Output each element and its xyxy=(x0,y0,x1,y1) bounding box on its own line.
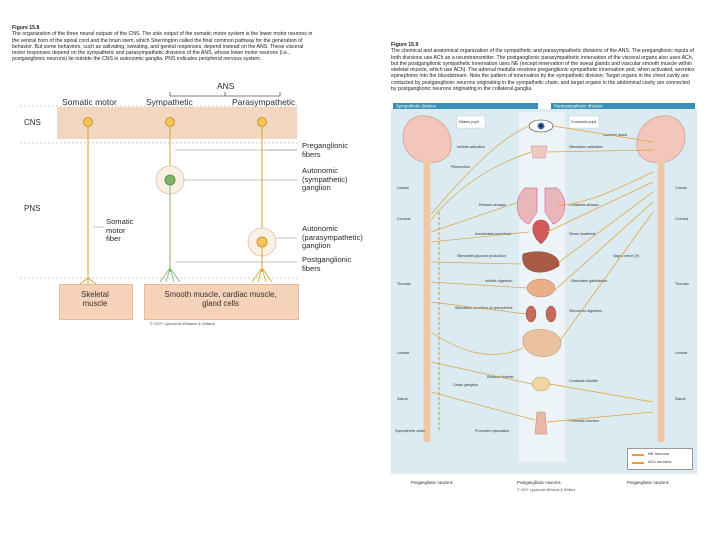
cns-band xyxy=(57,107,297,139)
right-level-thoracic: Thoracic xyxy=(675,282,689,286)
sym-label-glucose: Stimulates glucose production xyxy=(457,254,506,258)
left-level-sacral: Sacral xyxy=(397,397,408,401)
para-label-contracts-bladder: Contracts bladder xyxy=(569,379,599,383)
ans-heading: ANS xyxy=(217,81,235,91)
legend-ne-swatch xyxy=(632,454,644,456)
para-label-constricts-pupil: Constricts pupil xyxy=(571,120,596,124)
para-label-constricts-airways: Constricts airways xyxy=(569,203,599,207)
sym-label-inhibits-salivation: Inhibits salivation xyxy=(457,145,485,149)
sym-label-sympathetic-chain: Sympathetic chain xyxy=(395,429,425,433)
sympathetic-preganglionic-neuron xyxy=(165,117,175,127)
right-copyright: © 2007 Lippincott Williams & Wilkins xyxy=(517,488,576,492)
caption-body: The organization of the three neural out… xyxy=(12,31,313,63)
parasympathetic-heading: Parasympathetic xyxy=(232,97,296,107)
para-label-slows-heartbeat: Slows heartbeat xyxy=(569,232,595,236)
para-label-stimulates-digestion: Stimulates digestion xyxy=(569,309,602,313)
sym-label-inhibits-digestion: Inhibits digestion xyxy=(485,279,512,283)
genitals xyxy=(534,411,548,435)
para-label-stimulates-salivation: Stimulates salivation xyxy=(569,145,603,149)
parasympathetic-preganglionic-neuron xyxy=(257,117,267,127)
sympathetic-division-header: Sympathetic division xyxy=(396,104,437,109)
sympathetic-postganglionic-neuron xyxy=(164,174,176,186)
figure-15-9-caption: Figure 15.9 The chemical and anatomical … xyxy=(391,42,696,92)
legend-ach-swatch xyxy=(632,462,644,464)
smooth-muscle-box xyxy=(144,284,299,320)
somatic-motor-neuron xyxy=(83,117,93,127)
parasympathetic-postganglionic-neuron xyxy=(256,236,268,248)
caption-body-right: The chemical and anatomical organization… xyxy=(391,48,695,93)
para-label-gallbladder: Stimulates gallbladder xyxy=(571,279,608,283)
footer-preganglionic-right: Preganglionic neurons xyxy=(627,480,669,485)
caption-title-right: Figure 15.9 xyxy=(391,42,419,48)
left-level-cranial: Cranial xyxy=(397,186,409,190)
para-label-erection: Promotes erection xyxy=(569,419,599,423)
sym-label-epinephrine: Stimulates secretion of epinephrine xyxy=(455,306,513,310)
sympathetic-ganglion-label: Autonomic(sympathetic)ganglion xyxy=(302,166,348,193)
right-lung xyxy=(544,187,565,225)
right-level-lumbar: Lumbar xyxy=(675,351,688,355)
pns-label: PNS xyxy=(24,204,41,213)
sym-label-dilates-pupil: Dilates pupil xyxy=(459,120,479,124)
sym-label-piloerection: Piloerection xyxy=(451,165,470,169)
smooth-muscle-label: Smooth muscle, cardiac muscle,gland cell… xyxy=(164,290,277,308)
legend: NE neurons ACh neurons xyxy=(627,448,693,470)
footer-preganglionic-left: Preganglionic neurons xyxy=(411,480,453,485)
legend-ne-label: NE neurons xyxy=(648,451,670,456)
parasympathetic-header-bar xyxy=(551,103,695,109)
stomach xyxy=(526,278,556,298)
footer-postganglionic: Postganglionic neurons xyxy=(517,480,561,485)
bladder xyxy=(531,376,551,392)
right-level-cervical: Cervical xyxy=(675,217,688,221)
liver xyxy=(522,251,560,273)
left-copyright: © 2007 Lippincott Williams & Wilkins xyxy=(150,321,215,326)
sympathetic-pathways xyxy=(430,125,536,421)
right-brain xyxy=(636,115,686,163)
sympathetic-heading: Sympathetic xyxy=(146,97,193,107)
sym-label-ejaculation: Promotes ejaculation xyxy=(475,429,509,433)
ans-anatomy-drawing: Sympathetic division Parasympathetic div… xyxy=(391,102,697,474)
sym-label-accelerates-heartbeat: Accelerates heartbeat xyxy=(475,232,511,236)
heart xyxy=(532,219,550,245)
parasympathetic-pathways xyxy=(546,125,654,423)
figure-15-9: Sympathetic division Parasympathetic div… xyxy=(391,102,697,522)
somatic-motor-heading: Somatic motor xyxy=(62,97,117,107)
parasympathetic-division-header: Parasympathetic division xyxy=(554,104,603,109)
legend-ach-label: ACh neurons xyxy=(648,459,672,464)
kidney-left xyxy=(525,305,537,323)
left-level-lumbar: Lumbar xyxy=(397,351,410,355)
sym-label-relaxes-airways: Relaxes airways xyxy=(479,203,506,207)
parasympathetic-ganglion-label: Autonomic(parasympathetic)ganglion xyxy=(302,224,363,251)
para-label-vagus-nerve: Vagus nerve (X) xyxy=(613,254,639,258)
left-level-cervical: Cervical xyxy=(397,217,410,221)
left-brain xyxy=(402,115,452,163)
skeletal-muscle-box xyxy=(59,284,133,320)
salivary-gland xyxy=(530,145,548,159)
figure-15-8-caption: Figure 15.8 The organization of the thre… xyxy=(12,25,317,63)
left-lung xyxy=(517,187,538,225)
intestines xyxy=(522,329,562,357)
left-level-thoracic: Thoracic xyxy=(397,282,411,286)
sympathetic-header-bar xyxy=(393,103,538,109)
para-label-lacrimal-gland: Lacrimal gland xyxy=(603,133,627,137)
right-level-sacral: Sacral xyxy=(675,397,686,401)
cns-label: CNS xyxy=(24,118,41,127)
right-level-cranial: Cranial xyxy=(675,186,687,190)
sym-label-celiac-ganglion: Celiac ganglion xyxy=(453,383,478,387)
caption-title: Figure 15.8 xyxy=(12,25,40,31)
kidney-right xyxy=(545,305,557,323)
